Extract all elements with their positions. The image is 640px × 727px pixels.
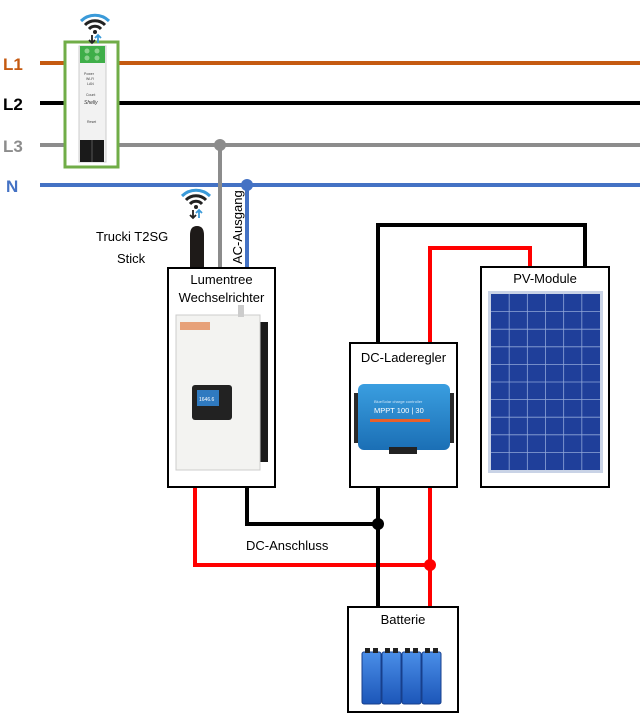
negative-junction [372,518,384,530]
stick-label-line1: Trucki T2SG [96,229,168,244]
positive-junction [424,559,436,571]
inverter-title-line2: Wechselrichter [179,290,265,305]
pv-negative-wire [376,223,587,343]
charge-controller-title: DC-Laderegler [361,350,447,365]
charge-controller-model: MPPT 100 | 30 [374,406,424,415]
battery-icon [361,648,442,705]
charge-controller-brand: BlueSolar charge controller [374,399,423,404]
inverter-positive-wire [193,487,430,567]
inverter-negative-wire [245,487,378,526]
n-junction [241,179,253,191]
pv-module-box: PV-Module [480,266,610,488]
inverter-title-line1: Lumentree [190,272,252,287]
meter-led-count: Count [86,93,95,97]
meter-reset: Reset [87,120,96,124]
meter-led-wifi: Wi-Fi [86,77,94,81]
ac-output-label: AC-Ausgang [230,190,245,264]
solar-panel-icon [488,291,603,473]
l3-junction [214,139,226,151]
battery-box: Batterie [347,606,459,713]
stick-wifi-icon [180,188,212,220]
pv-title: PV-Module [513,271,577,286]
battery-title: Batterie [381,612,426,627]
shelly-meter: Power Wi-Fi LAN Count Shelly Reset [63,40,120,169]
pv-positive-wire [428,246,532,343]
charge-controller-box: DC-Laderegler BlueSolar charge controlle… [349,342,458,488]
inverter-display: 1646.6 [199,397,215,403]
stick-label-line2: Stick [117,251,146,266]
l2-label: L2 [3,95,23,114]
meter-led-power: Power [84,72,95,76]
l1-label: L1 [3,55,23,74]
l3-label: L3 [3,137,23,156]
meter-led-lan: LAN [87,82,94,86]
inverter-box: Lumentree Wechselrichter 1646.6 [167,267,276,488]
meter-brand: Shelly [84,100,98,106]
stick-device [190,226,204,268]
wifi-icon [79,13,111,45]
n-label: N [6,177,18,196]
dc-connection-label: DC-Anschluss [246,538,329,553]
